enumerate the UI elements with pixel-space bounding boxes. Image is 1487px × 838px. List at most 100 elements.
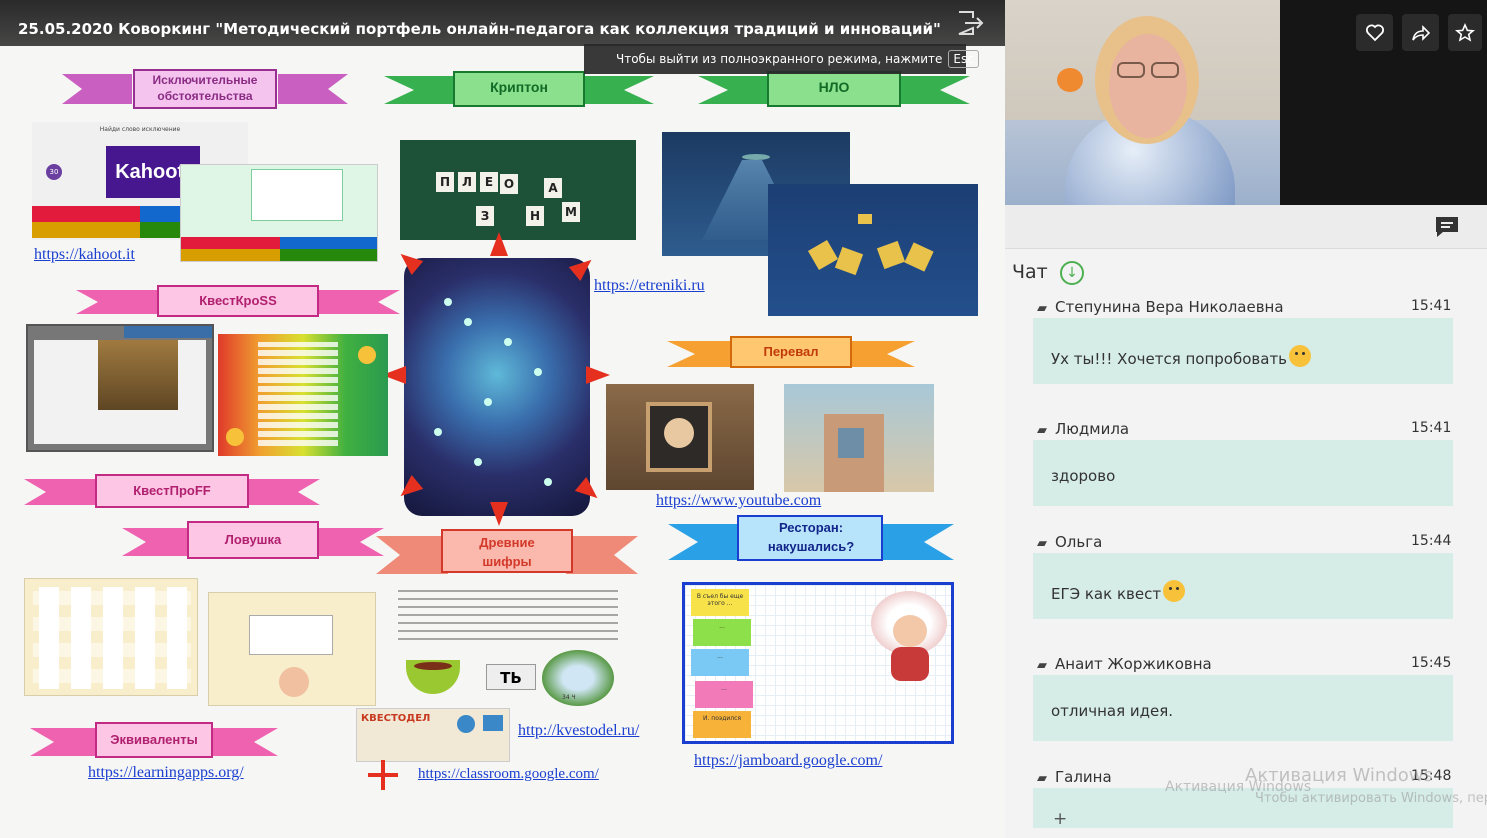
ribbon-label: КвестКроSS	[199, 293, 277, 308]
message-author-name: Людмила	[1055, 420, 1130, 438]
lovushka-thumbnail-1	[24, 578, 198, 696]
favorite-button[interactable]	[1448, 14, 1482, 51]
plus-icon	[368, 760, 398, 790]
ribbon-label: Криптон	[490, 79, 548, 95]
link-jamboard[interactable]: https://jamboard.google.com/	[694, 752, 883, 769]
message-time: 15:41	[1411, 420, 1452, 436]
ribbon-kvestkross: КвестКроSS	[76, 285, 400, 319]
star-icon	[1454, 23, 1476, 42]
krypton-letter-tile: П	[436, 172, 454, 192]
krypton-letter-tile: Л	[458, 172, 476, 192]
graduation-cap-icon: ▰	[1037, 536, 1047, 551]
scroll-down-icon[interactable]: ↓	[1060, 261, 1084, 285]
smiley-icon	[1163, 580, 1186, 602]
video-controls-bar	[1280, 0, 1487, 205]
exit-fullscreen-icon[interactable]	[955, 8, 985, 38]
kahoot-caption: Найди слово исключение	[99, 126, 181, 133]
link-kahoot[interactable]: https://kahoot.it	[34, 246, 135, 263]
graduation-cap-icon: ▰	[1037, 658, 1047, 673]
pereval-thumbnail-2	[784, 384, 934, 492]
webcam-video	[1005, 0, 1280, 205]
heart-icon	[1365, 24, 1384, 42]
sticky-note: ...	[695, 681, 753, 708]
like-button[interactable]	[1356, 14, 1393, 51]
sticky-note: И. поэдился	[693, 711, 751, 738]
video-title: 25.05.2020 Коворкинг "Методический портф…	[0, 0, 1005, 46]
ribbon-exceptional: Исключительные обстоятельства	[62, 68, 348, 110]
ribbon-kvestproff: КвестПроFF	[24, 474, 320, 510]
ribbon-label: Перевал	[763, 344, 819, 359]
krypton-letter-tile: Е	[480, 172, 498, 192]
ribbon-krypton: Криптон	[384, 70, 654, 110]
ribbon-label: Эквиваленты	[110, 732, 198, 747]
link-learningapps[interactable]: https://learningapps.org/	[88, 764, 244, 781]
fullscreen-hint: Чтобы выйти из полноэкранного режима, на…	[584, 44, 979, 74]
ribbon-label: НЛО	[818, 79, 850, 95]
ribbon-pereval: Перевал	[667, 336, 915, 372]
message-time: 15:48	[1411, 768, 1452, 784]
presentation-slide: Исключительные обстоятельства Криптон НЛ…	[0, 0, 1005, 838]
message-time: 15:44	[1411, 533, 1452, 549]
arrow-left	[382, 366, 406, 384]
kahoot-thumbnail-2	[180, 164, 378, 262]
soft-sign-image: ТЬ	[482, 658, 540, 698]
link-classroom[interactable]: https://classroom.google.com/	[418, 766, 599, 782]
message-text: отличная идея.	[1051, 702, 1174, 720]
message-author-name: Анаит Жоржиковна	[1055, 655, 1212, 673]
link-kvestodel[interactable]: http://kvestodel.ru/	[518, 722, 640, 739]
ribbon-label: Ловушка	[224, 532, 282, 547]
chat-attach-button[interactable]: +	[1053, 809, 1068, 829]
teacup-image	[400, 654, 470, 700]
lovushka-thumbnail-2	[208, 592, 376, 706]
cipher-text	[398, 584, 618, 640]
windows-watermark-title: Активация Windows	[1245, 765, 1433, 786]
arrow-up	[490, 232, 508, 256]
smiley-icon	[1289, 345, 1312, 367]
message-author: ▰Галина	[1037, 768, 1112, 786]
chat-toolbar	[1005, 205, 1487, 249]
krypton-letter-tile: М	[562, 202, 580, 222]
kahoot-pin: 30	[46, 164, 62, 180]
message-author: ▰ Степунина Вера Николаевна	[1037, 298, 1284, 316]
message-text: Ух ты!!! Хочется попробовать	[1051, 350, 1288, 368]
kvestodel-thumbnail: КВЕСТОДЕЛ	[356, 708, 510, 762]
nlo-thumbnail-2	[768, 184, 978, 316]
fullscreen-hint-text: Чтобы выйти из полноэкранного режима, на…	[616, 52, 943, 66]
message-bubble: ЕГЭ как квест	[1033, 553, 1453, 619]
message-author-name: Степунина Вера Николаевна	[1055, 298, 1284, 316]
share-button[interactable]	[1402, 14, 1439, 51]
link-etreniki[interactable]: https://etreniki.ru	[594, 277, 705, 294]
message-time: 15:45	[1411, 655, 1452, 671]
ribbon-label: Исключительные обстоятельства	[152, 73, 258, 103]
message-text: здорово	[1051, 467, 1116, 485]
message-author: ▰ Анаит Жоржиковна	[1037, 655, 1212, 673]
soft-sign-letters: ТЬ	[486, 664, 536, 690]
chat-bubble-icon[interactable]	[1433, 215, 1461, 239]
link-youtube[interactable]: https://www.youtube.com	[656, 492, 822, 509]
message-time: 15:41	[1411, 298, 1452, 314]
chat-panel: Чат ↓ ▰ Степунина Вера Николаевна 15:41 Ух …	[1005, 205, 1487, 838]
windows-watermark-title-shadow: Активация Windows	[1165, 779, 1312, 795]
quest-map-image	[404, 258, 590, 516]
pumpkin-decoration	[1057, 68, 1083, 92]
ribbon-label: Древние шифры	[479, 535, 535, 569]
chat-title: Чат	[1012, 261, 1048, 283]
ribbon-ekvivalenty: Эквиваленты	[30, 722, 278, 762]
sticky-note: ...	[691, 649, 749, 676]
landscape-image: 34 Ч	[542, 650, 614, 706]
ribbon-label: Ресторан: накушались?	[767, 520, 855, 554]
message-author-name: Ольга	[1055, 533, 1103, 551]
message-bubble	[1033, 788, 1453, 828]
arrow-down	[490, 502, 508, 526]
message-author: ▰ Ольга	[1037, 533, 1102, 551]
arrow-right	[586, 366, 610, 384]
message-author: ▰ Людмила	[1037, 420, 1129, 438]
share-icon	[1411, 25, 1430, 41]
ribbon-restoran: Ресторан: накушались?	[668, 514, 954, 566]
graduation-cap-icon: ▰	[1037, 423, 1047, 438]
message-bubble: здорово	[1033, 440, 1453, 506]
graduation-cap-icon: ▰	[1037, 301, 1047, 316]
puzzle-thumbnail	[26, 324, 214, 452]
